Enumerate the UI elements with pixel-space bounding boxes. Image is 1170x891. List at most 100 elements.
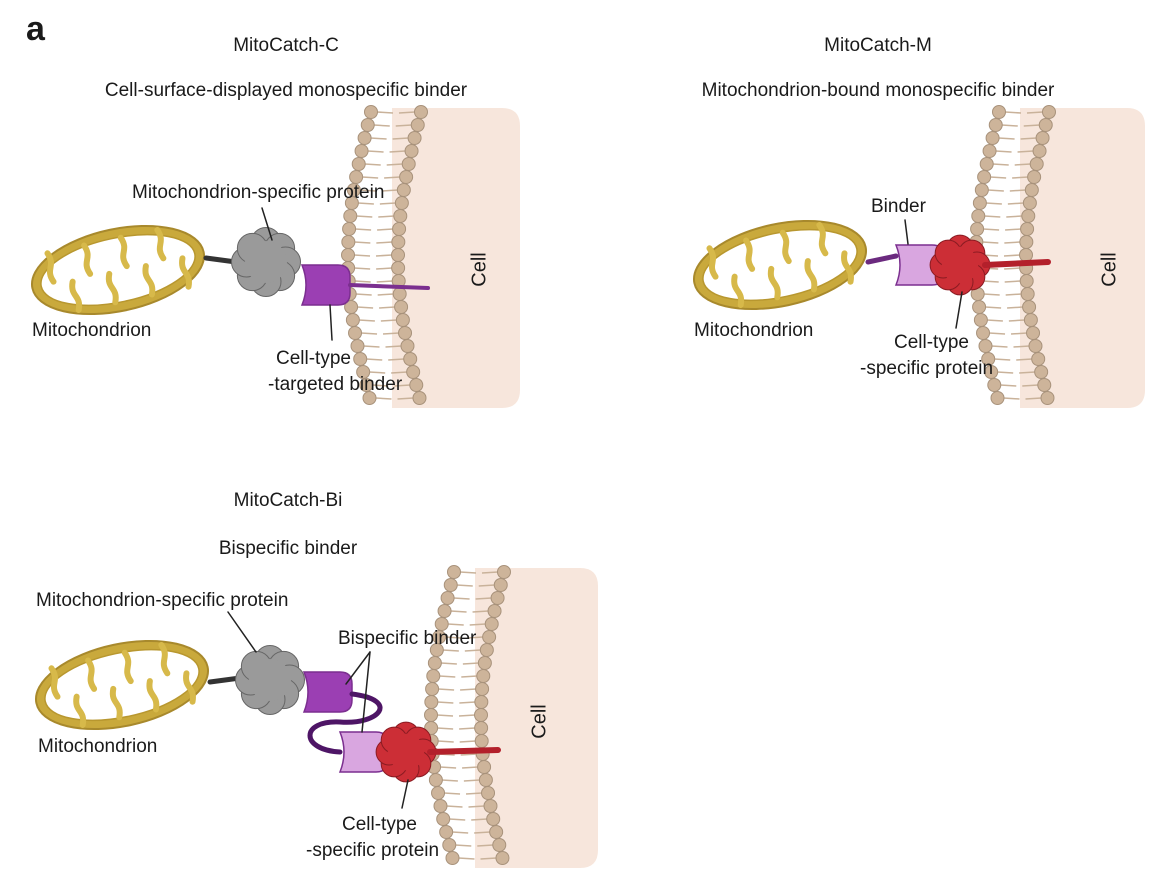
mitochondrion-inner-space [702,228,858,302]
lipid-head [1020,287,1035,301]
lipid-head [1021,209,1036,223]
lipid-head [1028,339,1043,353]
lipid-head [1032,144,1047,158]
lipid-head [1041,105,1056,119]
lipid-tail [354,267,371,270]
lipid-head [356,365,371,379]
crista [142,263,156,298]
lipid-tail [1005,228,1022,231]
lipid-head [490,591,505,605]
crista [105,270,119,306]
lipid-head [489,825,504,839]
lipid-head [974,183,989,197]
lipid-tail [381,189,398,192]
tether [865,253,899,265]
lipid-tail [452,831,469,834]
crista [743,237,756,272]
lipid-tail [983,228,1000,231]
lipid-tail [386,163,403,166]
lipid-head [981,352,996,366]
lipid-tail [460,688,477,691]
lipid-tail [992,163,1009,166]
lipid-tail [372,384,389,387]
lipid-head [474,734,489,748]
lipid-tail [447,623,464,626]
crista [841,250,854,285]
lipid-head [987,378,1002,392]
panel1-binder-label-line1: Cell-type [276,348,351,369]
lipid-head [972,300,987,314]
lipid-head [396,183,411,197]
lipid-tail [1004,267,1021,270]
panel3-subtitle: Bispecific binder [218,538,358,559]
lipid-tail [378,215,395,218]
lipid-tail [987,189,1004,192]
lipid-head [1023,313,1038,327]
lipid-tail [464,649,481,652]
protein-anchor [427,747,501,755]
lipid-head [407,131,422,145]
lipid-head [976,326,991,340]
lipid-tail [1026,111,1044,114]
crista [69,278,83,314]
lipid-tail [355,228,372,231]
lipid-tail [375,254,393,257]
lipid-head [1019,235,1034,249]
lipid-head [1035,131,1050,145]
panel1-binder-label-line2: -targeted binder [268,374,403,395]
lipid-tail [392,137,409,140]
lipid-head [409,378,424,392]
lipid-tail [467,636,484,639]
pointer-protein [955,291,963,329]
lipid-head [437,604,452,618]
lipid-tail [1023,124,1040,127]
cell-type-targeted-binder [300,264,351,306]
lipid-tail [465,792,483,795]
lipid-tail [376,267,393,270]
crista [154,226,167,262]
lipid-tail [360,332,378,335]
lipid-head [392,222,407,236]
binder-shape [300,264,351,306]
lipid-tail [449,818,466,821]
lipid-tail [358,319,375,322]
panel2-mitochondrion-label: Mitochondrion [694,320,814,341]
lipid-tail [985,306,1002,309]
lipid-tail [1017,150,1034,153]
lipid-head [404,144,419,158]
crista [731,273,745,309]
bispecific-linker [307,691,383,755]
lipid-head [413,105,428,119]
lipid-tail [468,805,485,808]
lipid-head [1040,391,1055,405]
lipid-tail [1003,397,1020,400]
lipid-tail [455,844,472,847]
lipid-tail [458,714,476,717]
lipid-head [977,170,992,184]
crista [146,678,160,713]
lipid-head [988,118,1003,132]
lipid-head [424,708,439,722]
lipid-head [481,786,496,800]
panel2-subtitle: Mitochondrion-bound monospecific binder [701,80,1055,101]
pointer-bispecific-1 [345,651,371,685]
lipid-head [1031,352,1046,366]
lipid-tail [988,332,1006,335]
lipid-head [362,391,377,405]
lipid-tail [1010,332,1028,335]
lipid-tail [462,662,479,665]
lipid-head [357,131,372,145]
lipid-tail [377,228,394,231]
lipid-tail [1000,384,1017,387]
lipid-tail [1013,345,1030,348]
lipid-tail [461,675,478,678]
panel1-mito-protein-label: Mitochondrion-specific protein [132,182,385,203]
panel3-cell-protein-line2: -specific protein [306,840,440,861]
lipid-tail [998,137,1015,140]
lipid-tail [355,293,372,296]
lipid-tail [450,610,467,613]
lipid-head [972,196,987,210]
mitochondrion [34,639,210,731]
lipid-tail [459,727,476,730]
